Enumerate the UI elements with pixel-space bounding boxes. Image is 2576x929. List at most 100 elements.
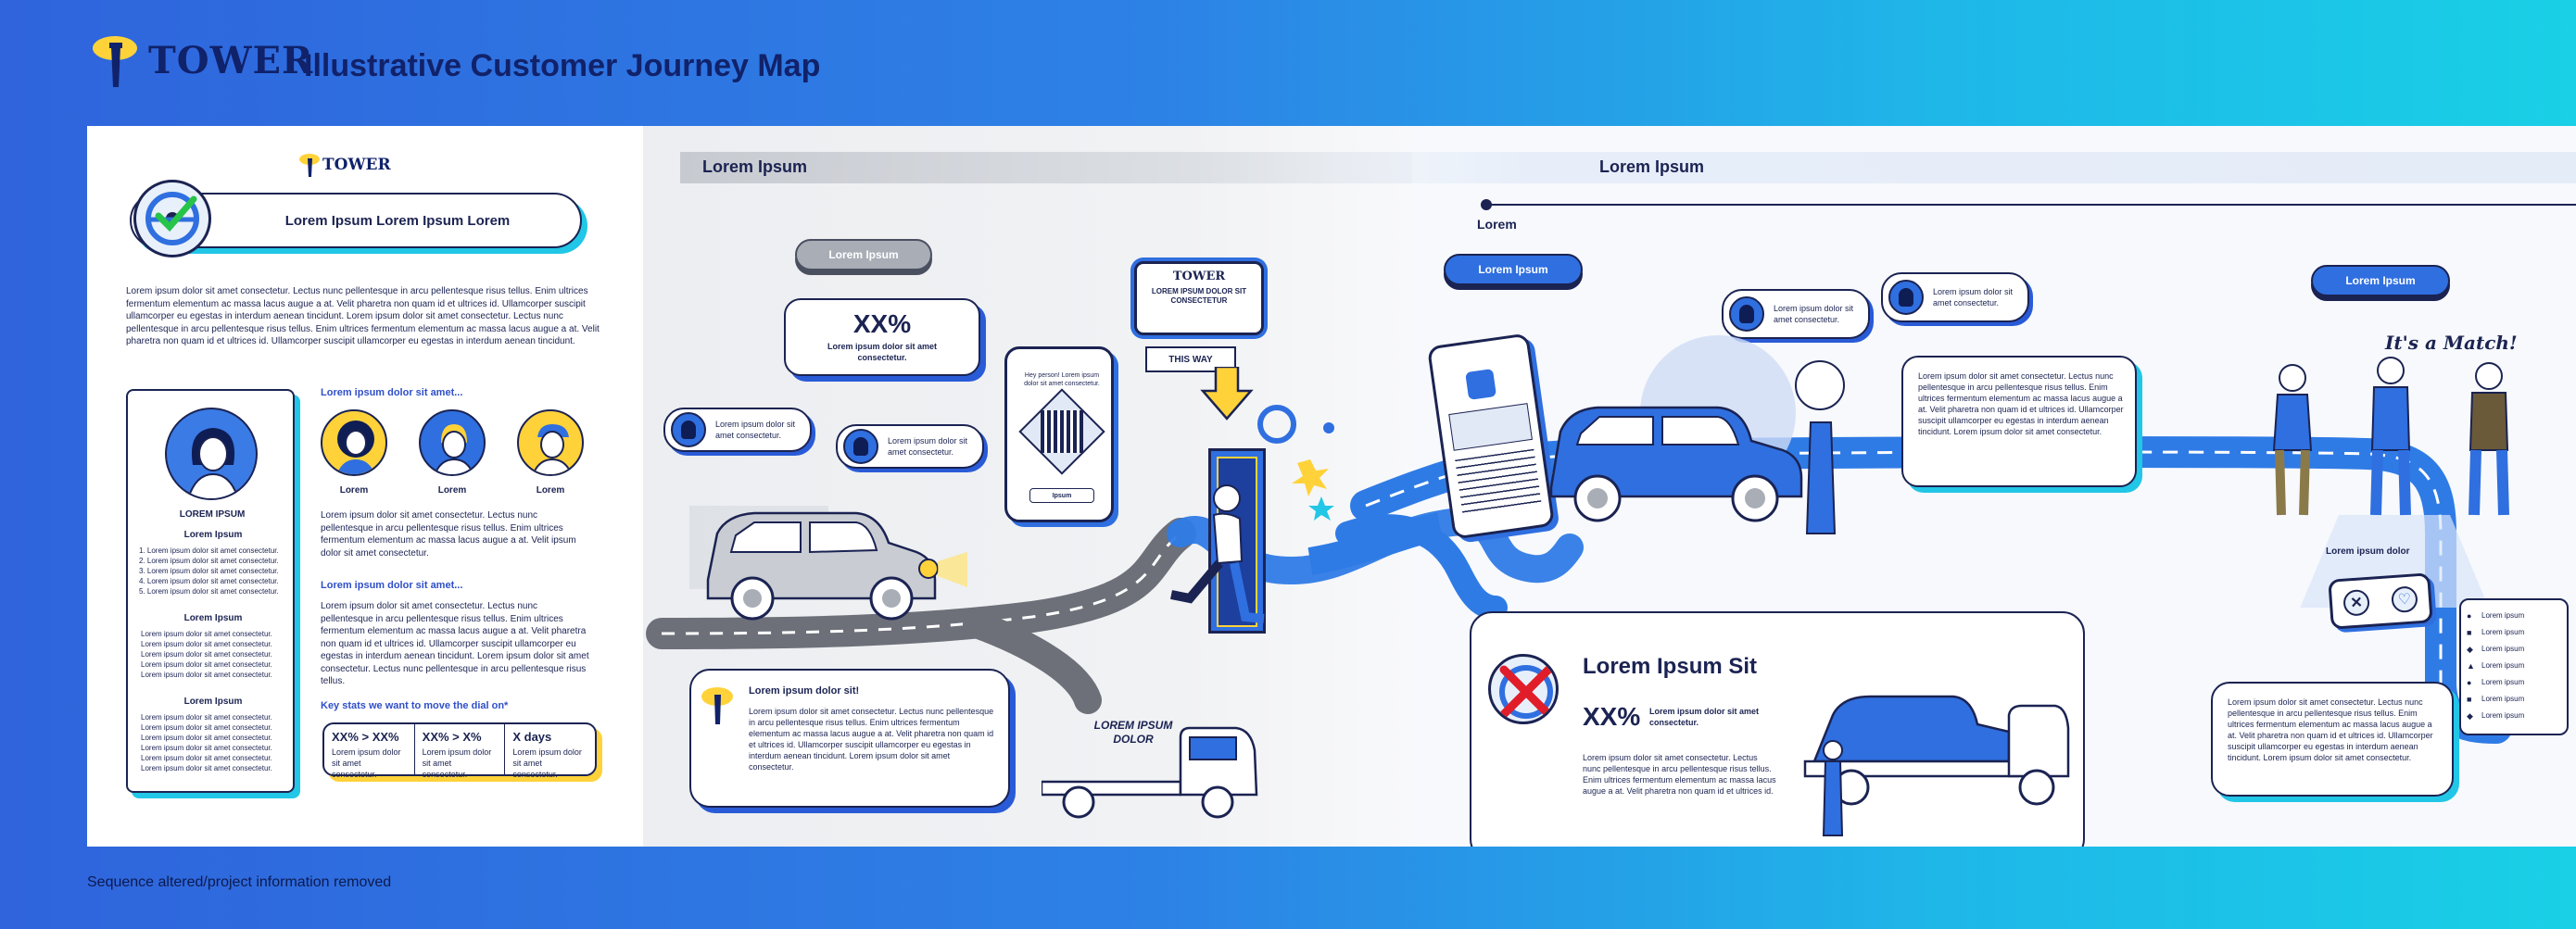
stage-1-title: Lorem Ipsum — [702, 157, 808, 176]
options-list-item[interactable]: ●Lorem ipsum — [2467, 674, 2561, 691]
options-list: ●Lorem ipsum■Lorem ipsum◆Lorem ipsum▲Lor… — [2459, 598, 2569, 735]
person-walking-illustration — [1170, 484, 1265, 623]
customer-avatar-icon — [1729, 296, 1764, 332]
stage-1-card-body: Lorem ipsum dolor sit amet consectetur. … — [749, 707, 994, 772]
stat-3-value: X days — [512, 730, 552, 744]
sign-brand: TOWER — [1172, 270, 1226, 283]
lighthouse-icon — [701, 687, 733, 724]
stage-1-card: Lorem ipsum dolor sit! Lorem ipsum dolor… — [689, 669, 1010, 808]
no-steering-icon — [1488, 654, 1559, 724]
persona-group-item: Lorem ipsum dolor sit amet consectetur. — [141, 713, 272, 722]
customer-bubble-2: Lorem ipsum dolor sit amet consectetur. — [836, 424, 984, 469]
persona-group-item: Lorem ipsum dolor sit amet consectetur. — [141, 734, 272, 742]
stage-2-box-stat-label: Lorem ipsum dolor sit amet consectetur. — [1649, 707, 1760, 727]
tow-truck-car-illustration — [1803, 695, 2070, 836]
persona-group-item: Lorem ipsum dolor sit amet consectetur. — [141, 640, 272, 648]
qr-code-icon — [1041, 410, 1083, 453]
persona-intro: Lorem ipsum dolor sit amet consectetur. … — [126, 286, 600, 346]
lighthouse-icon — [299, 154, 320, 177]
lighthouse-icon — [93, 36, 137, 87]
customer-bubble-1-text: Lorem ipsum dolor sit amet consectetur. — [715, 420, 796, 440]
timeline-label: Lorem — [1477, 217, 1517, 232]
persona-group-title: Lorem Ipsum — [183, 530, 243, 540]
panel-logo: TOWER — [298, 152, 391, 178]
stage-2-card-body: Lorem ipsum dolor sit amet consectetur. … — [1918, 371, 2124, 436]
stage-2-box: Lorem Ipsum Sit XX% Lorem ipsum dolor si… — [1470, 611, 2085, 847]
phone-button[interactable]: Ipsum — [1029, 488, 1094, 503]
persona-group-item: 5. Lorem ipsum dolor sit amet consectetu… — [139, 587, 279, 596]
options-list-item[interactable]: ■ Lorem ipsum — [2467, 624, 2561, 641]
customer-bubble-1: Lorem ipsum dolor sit amet consectetur. — [663, 408, 812, 452]
stage-2-box-title: Lorem Ipsum Sit — [1583, 654, 1758, 679]
options-list-item[interactable]: ▲ Lorem ipsum — [2467, 658, 2561, 674]
sign-text: LOREM IPSUM DOLOR SIT CONSECTETUR — [1151, 287, 1247, 305]
stats-title: Key stats we want to move the dial on* — [321, 700, 509, 711]
option-bullet-icon: ● — [2467, 611, 2472, 621]
avatar-label-1: Lorem — [339, 485, 369, 496]
tower-logo: TOWER — [89, 28, 313, 93]
tow-truck-illustration — [1042, 726, 1258, 819]
persona-banner-title: Lorem Ipsum Lorem Ipsum Lorem — [284, 212, 511, 229]
option-bullet-icon: ◆ — [2467, 711, 2473, 721]
stage-3-pill[interactable]: Lorem Ipsum — [2311, 265, 2450, 296]
stage-1-pill[interactable]: Lorem Ipsum — [795, 239, 932, 270]
stat-2: XX% > X% Lorem ipsum dolor sit amet cons… — [415, 724, 506, 779]
stat-2-value: XX% > X% — [422, 730, 482, 744]
stat-3: X days Lorem ipsum dolor sit amet consec… — [505, 724, 595, 779]
persona-group-item: Lorem ipsum dolor sit amet consectetur. — [141, 764, 272, 772]
persona-group-item: Lorem ipsum dolor sit amet consectetur. — [141, 744, 272, 752]
stage-2-box-stat: XX% — [1583, 702, 1641, 731]
stage-1-stat-label: Lorem ipsum dolor sit amet consectetur. — [827, 342, 938, 362]
persona-group-item: 1. Lorem ipsum dolor sit amet consectetu… — [139, 546, 279, 555]
options-list-item[interactable]: ■Lorem ipsum — [2467, 691, 2561, 708]
section-2-title: Lorem ipsum dolor sit amet... — [321, 580, 463, 591]
stage-1-card-title: Lorem ipsum dolor sit! — [749, 685, 860, 697]
customer-avatar-icon — [1888, 280, 1924, 315]
stage-2-bubble-1: Lorem ipsum dolor sit amet consectetur. — [1722, 289, 1870, 339]
option-bullet-icon: ▲ — [2467, 661, 2475, 671]
phone-mockup: Hey person! Lorem ipsum dolor sit amet c… — [1004, 346, 1114, 522]
stage-2-pill[interactable]: Lorem Ipsum — [1444, 254, 1583, 285]
option-label: Lorem ipsum — [2481, 645, 2525, 653]
persona-avatar-3 — [517, 409, 584, 476]
match-text: It's a Match! — [2385, 332, 2518, 354]
car-illustration — [689, 506, 967, 621]
tower-sign: TOWER LOREM IPSUM DOLOR SIT CONSECTETUR — [1134, 261, 1264, 335]
arrow-down-icon — [1200, 367, 1254, 421]
customer-bubble-2-text: Lorem ipsum dolor sit amet consectetur. — [888, 436, 968, 457]
stat-1-label: Lorem ipsum dolor sit amet consectetur. — [332, 747, 401, 779]
persona-group-item: Lorem ipsum dolor sit amet consectetur. — [141, 630, 272, 638]
options-list-item[interactable]: ◆Lorem ipsum — [2467, 641, 2561, 658]
stage-2-title: Lorem Ipsum — [1599, 157, 1705, 176]
option-label: Lorem ipsum — [2481, 628, 2525, 636]
persona-group-item: 2. Lorem ipsum dolor sit amet consectetu… — [139, 557, 279, 565]
option-label: Lorem ipsum — [2481, 661, 2525, 670]
stage-3-card-body: Lorem ipsum dolor sit amet consectetur. … — [2228, 697, 2433, 762]
stage-1-stat-card: XX% Lorem ipsum dolor sit amet consectet… — [784, 298, 980, 376]
option-label: Lorem ipsum — [2481, 695, 2525, 703]
stat-3-label: Lorem ipsum dolor sit amet consectetur. — [512, 747, 582, 779]
page-title: Illustrative Customer Journey Map — [304, 48, 821, 83]
footnote: Sequence altered/project information rem… — [87, 874, 392, 890]
option-bullet-icon: ■ — [2467, 628, 2472, 637]
option-label: Lorem ipsum — [2481, 611, 2525, 620]
stage-1-stat-value: XX% — [852, 309, 912, 338]
heart-button-icon[interactable]: ♡ — [2390, 585, 2418, 614]
stage-2-bar — [1273, 152, 2576, 183]
persona-group-item: 4. Lorem ipsum dolor sit amet consectetu… — [139, 577, 279, 585]
avatar-label-3: Lorem — [536, 485, 565, 496]
options-list-item[interactable]: ◆Lorem ipsum — [2467, 708, 2561, 724]
reject-button-icon[interactable]: ✕ — [2342, 588, 2371, 617]
options-list-item[interactable]: ● Lorem ipsum — [2467, 608, 2561, 624]
sparkle-decoration — [1257, 405, 1334, 521]
phone-text: Hey person! Lorem ipsum dolor sit amet c… — [1024, 372, 1100, 387]
stage-2-bubble-1-text: Lorem ipsum dolor sit amet consectetur. — [1774, 304, 1854, 324]
persona-group-item: Lorem ipsum dolor sit amet consectetur. — [141, 671, 272, 679]
persona-group-item: Lorem ipsum dolor sit amet consectetur. — [141, 660, 272, 669]
persona-avatar-1 — [321, 409, 387, 476]
customer-avatar-icon — [671, 412, 706, 447]
truck-label: LOREM IPSUM DOLOR — [1093, 719, 1173, 746]
persona-group-item: Lorem ipsum dolor sit amet consectetur. — [141, 650, 272, 659]
avatar-row: Lorem Lorem Lorem — [321, 409, 617, 511]
